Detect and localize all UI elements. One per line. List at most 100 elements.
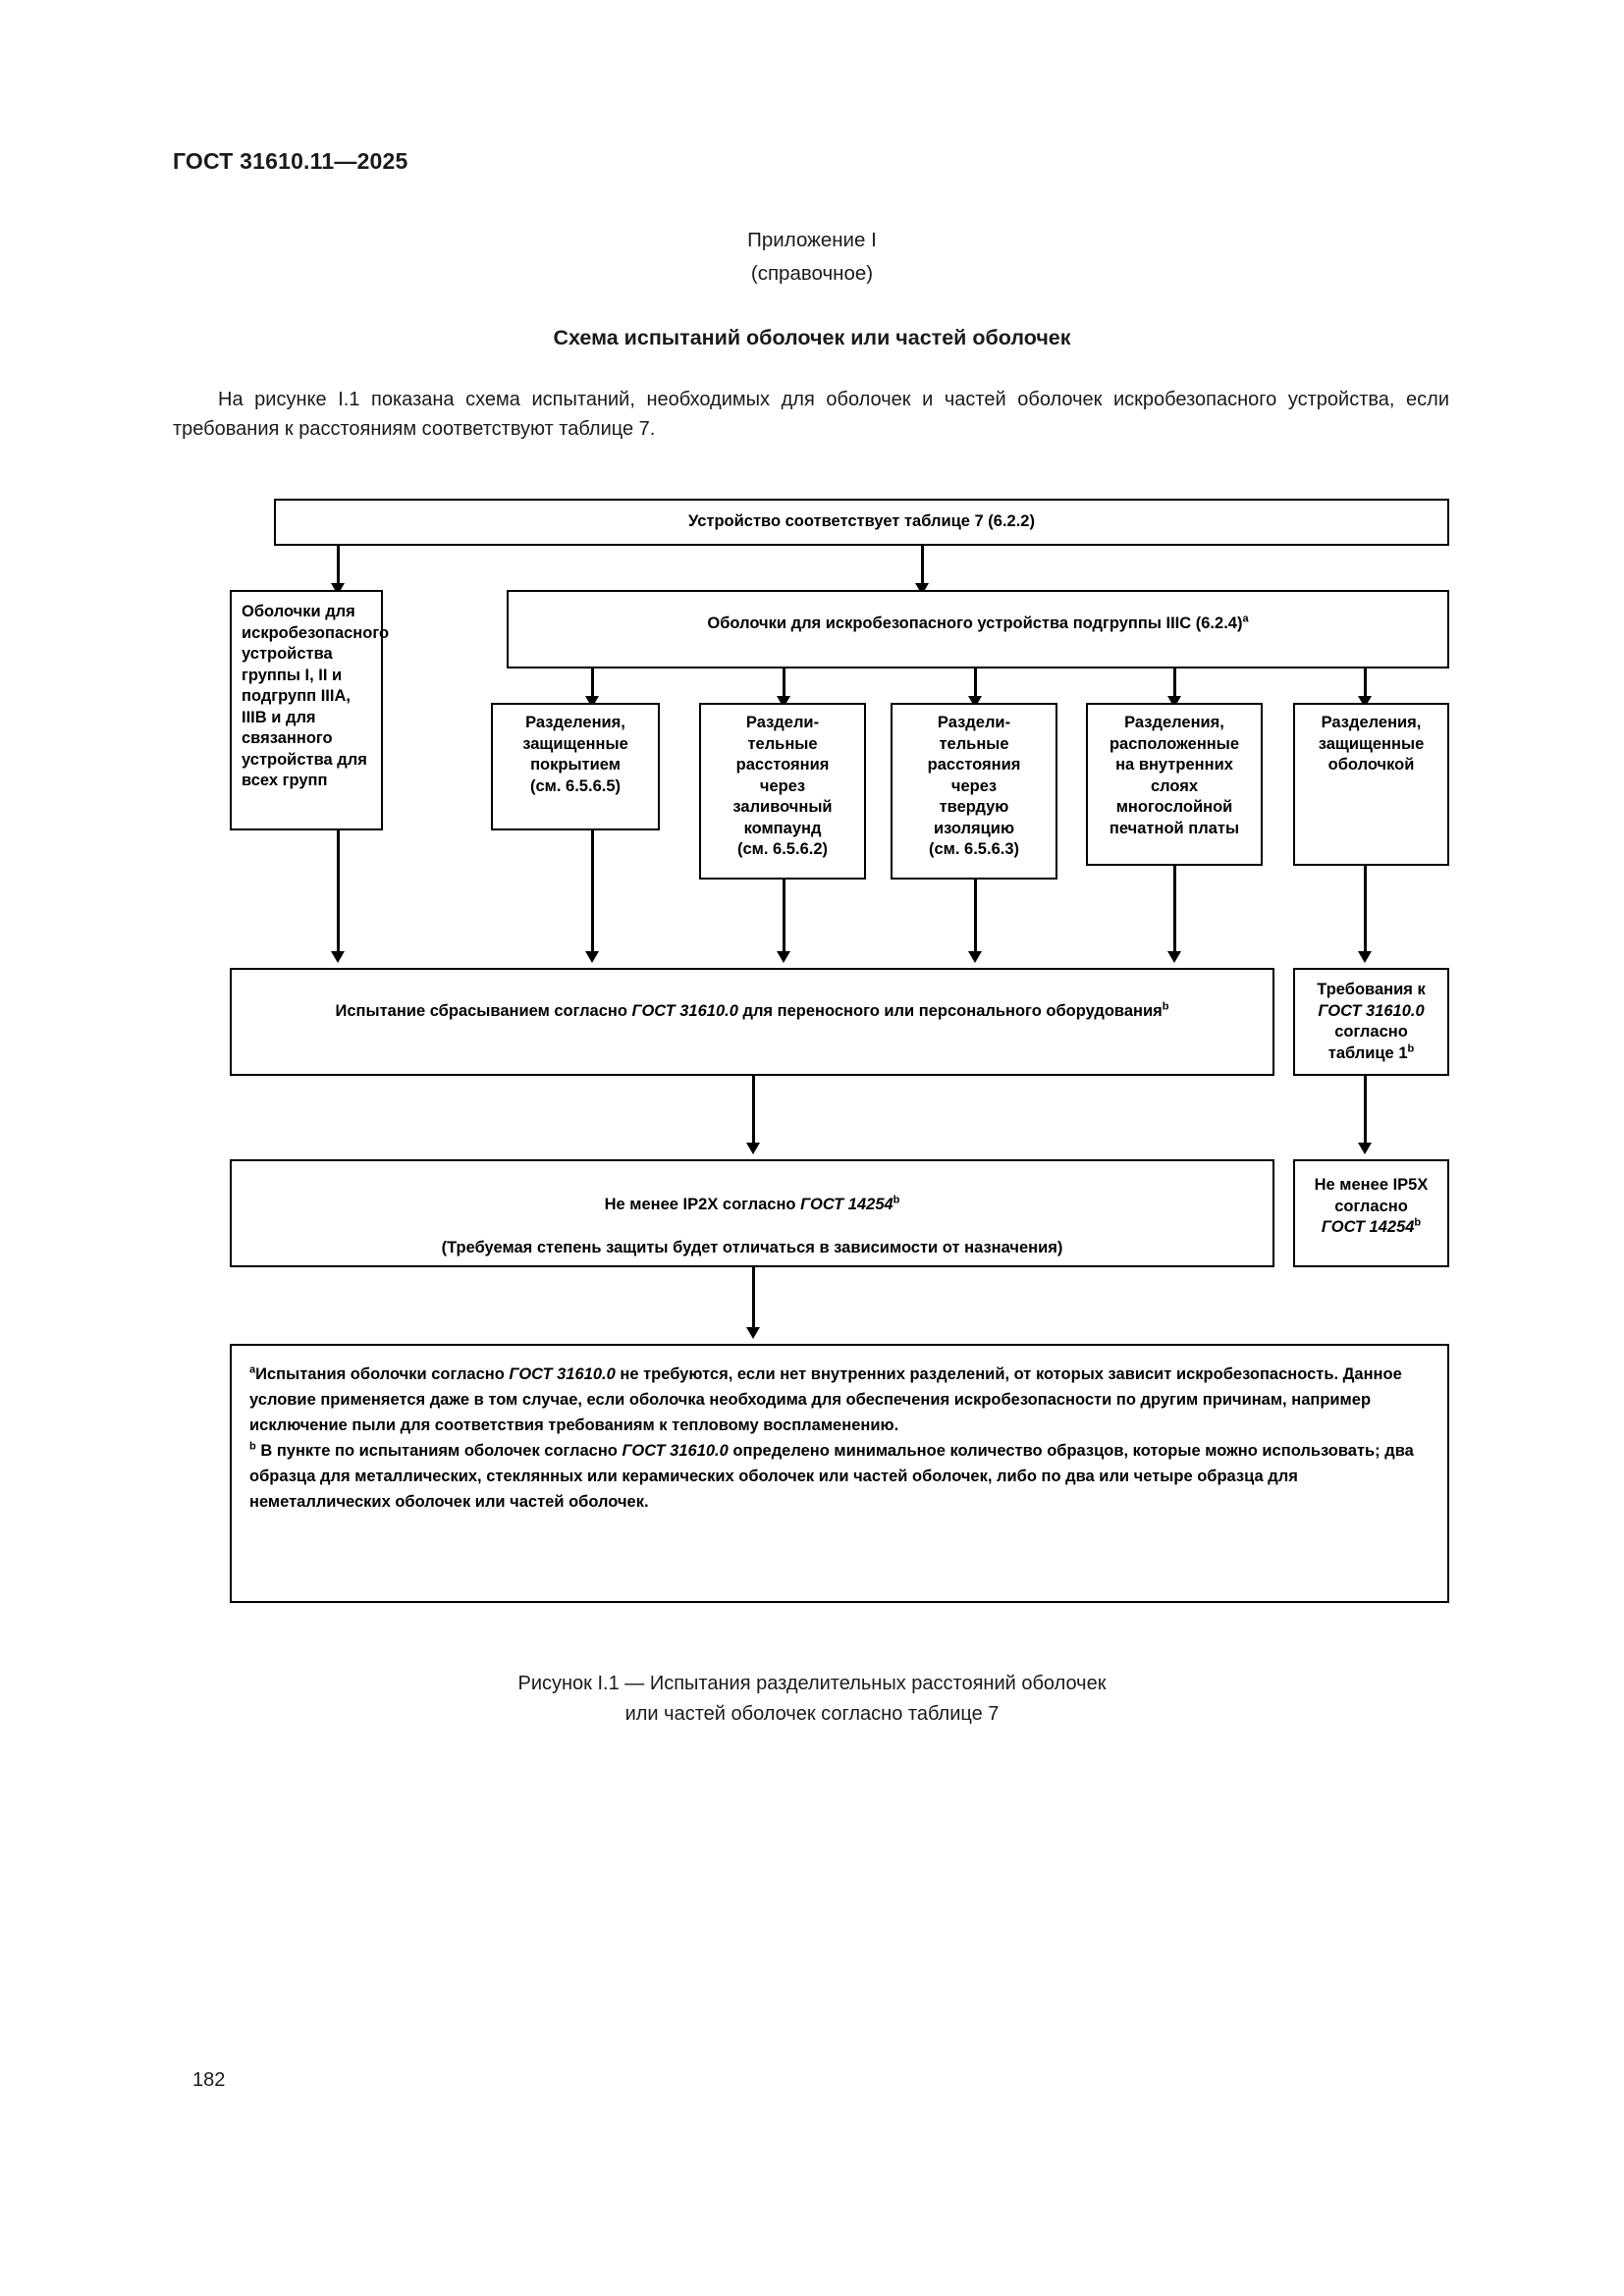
node-sub2-line: через bbox=[759, 776, 806, 795]
footnote-b: b В пункте по испытаниям оболочек соглас… bbox=[249, 1438, 1430, 1515]
annex-type: (справочное) bbox=[750, 262, 874, 285]
node-sub2-line: расстояния bbox=[735, 756, 830, 774]
node-sub4-line: расположенные bbox=[1109, 734, 1240, 753]
node-sub2-lines: Раздели- тельные расстояния через заливо… bbox=[701, 705, 864, 869]
edge-sub3-drop bbox=[974, 880, 977, 958]
footnote-marker-b: b bbox=[1162, 1000, 1169, 1013]
node-sub2-line: тельные bbox=[747, 734, 818, 753]
arrowhead-sub3-drop bbox=[968, 951, 982, 963]
node-root: Устройство соответствует таблице 7 (6.2.… bbox=[274, 499, 1449, 546]
annex-label: Приложение I bbox=[747, 229, 877, 251]
edge-iiic-sub1 bbox=[591, 668, 594, 703]
node-ip5x: Не менее IP5X согласно ГОСТ 14254b bbox=[1293, 1159, 1449, 1267]
footnote-marker-b: b bbox=[1407, 1042, 1415, 1054]
node-sub3-line: твердую bbox=[939, 798, 1009, 816]
node-ip2x-standard: ГОСТ 14254 bbox=[800, 1196, 893, 1213]
node-sub5-lines: Разделения, защищенные оболочкой bbox=[1295, 705, 1447, 784]
node-requirements-standard: ГОСТ 31610.0 bbox=[1318, 1001, 1425, 1020]
edge-ip2x-footnotes bbox=[752, 1267, 755, 1334]
footnote-marker-a: a bbox=[1242, 613, 1249, 625]
page-number: 182 bbox=[192, 2069, 226, 2091]
node-left-branch-label: Оболочки для искробезопасного устройства… bbox=[242, 603, 390, 789]
intro-paragraph: На рисунке I.1 показана схема испытаний,… bbox=[173, 385, 1449, 444]
node-ip2x: Не менее IP2X согласно ГОСТ 14254b (Треб… bbox=[230, 1159, 1274, 1267]
node-requirements-line1: Требования к bbox=[1317, 981, 1426, 998]
node-sub1-line: Разделения, bbox=[525, 714, 625, 731]
footnote-a-post: не требуются, если нет внутренних раздел… bbox=[249, 1365, 1402, 1434]
node-sub2-line: компаунд bbox=[743, 819, 822, 837]
node-sub3-line: тельные bbox=[939, 734, 1009, 753]
node-ip5x-standard: ГОСТ 14254 bbox=[1321, 1218, 1415, 1236]
footnote-marker-b: b bbox=[1414, 1216, 1422, 1229]
node-sub1: Разделения, защищенные покрытием (см. 6.… bbox=[491, 703, 660, 830]
arrowhead-req-ip5x bbox=[1358, 1143, 1372, 1154]
node-sub1-lines: Разделения, защищенные покрытием (см. 6.… bbox=[493, 705, 658, 805]
node-drop-test-post: для переносного или персонального оборуд… bbox=[737, 1002, 1163, 1020]
section-title: Схема испытаний оболочек или частей обол… bbox=[553, 326, 1071, 349]
node-sub4: Разделения, расположенные на внутренних … bbox=[1086, 703, 1263, 866]
figure-caption-line1: Рисунок I.1 — Испытания разделительных р… bbox=[517, 1673, 1107, 1694]
node-sub4-lines: Разделения, расположенные на внутренних … bbox=[1088, 705, 1261, 847]
node-footnotes: aИспытания оболочки согласно ГОСТ 31610.… bbox=[230, 1344, 1449, 1603]
node-ip2x-pre: Не менее IP2X согласно bbox=[604, 1196, 801, 1213]
node-sub4-line: многослойной bbox=[1115, 798, 1233, 816]
node-ip5x-line1: Не менее IP5X bbox=[1314, 1176, 1429, 1194]
node-sub3-line: (см. 6.5.6.3) bbox=[929, 840, 1019, 858]
footnote-a-pre: Испытания оболочки согласно bbox=[255, 1365, 510, 1383]
node-sub3-line: через bbox=[950, 776, 998, 795]
arrowhead-ip2x-footnotes bbox=[746, 1327, 760, 1339]
node-sub1-line: защищенные bbox=[522, 734, 628, 753]
edge-iiic-sub4 bbox=[1173, 668, 1176, 703]
node-sub3-line: расстояния bbox=[927, 756, 1021, 774]
footnote-b-standard: ГОСТ 31610.0 bbox=[622, 1442, 729, 1460]
footnote-b-post: определено минимальное количество образц… bbox=[249, 1442, 1414, 1511]
node-requirements-line3: согласно bbox=[1334, 1023, 1408, 1041]
figure-flowchart: Устройство соответствует таблице 7 (6.2.… bbox=[230, 499, 1449, 1603]
arrowhead-sub2-drop bbox=[777, 951, 790, 963]
figure-caption-line2: или частей оболочек согласно таблице 7 bbox=[624, 1703, 1000, 1725]
node-sub5-line: оболочкой bbox=[1327, 756, 1415, 774]
edge-sub1-drop bbox=[591, 830, 594, 958]
footnote-marker-a: a bbox=[249, 1363, 256, 1376]
arrowhead-sub1-drop bbox=[585, 951, 599, 963]
edge-root-iiic bbox=[921, 546, 924, 590]
edge-iiic-sub5 bbox=[1364, 668, 1367, 703]
node-requirements-line4: таблице 1 bbox=[1327, 1043, 1408, 1062]
node-requirements: Требования к ГОСТ 31610.0 согласно табли… bbox=[1293, 968, 1449, 1076]
node-sub4-line: печатной платы bbox=[1109, 819, 1240, 837]
footnote-a: aИспытания оболочки согласно ГОСТ 31610.… bbox=[249, 1362, 1430, 1438]
node-sub3-line: Раздели- bbox=[937, 714, 1011, 731]
node-iiic-branch-label: Оболочки для искробезопасного устройства… bbox=[707, 614, 1243, 632]
node-drop-test-standard: ГОСТ 31610.0 bbox=[631, 1002, 738, 1020]
footnote-marker-b: b bbox=[249, 1440, 256, 1453]
node-left-branch: Оболочки для искробезопасного устройства… bbox=[230, 590, 390, 830]
edge-sub5-req bbox=[1364, 866, 1367, 958]
footnote-marker-b: b bbox=[893, 1194, 900, 1206]
edge-req-ip5x bbox=[1364, 1076, 1367, 1149]
node-iiic-branch: Оболочки для искробезопасного устройства… bbox=[507, 590, 1449, 668]
figure-caption: Рисунок I.1 — Испытания разделительных р… bbox=[0, 1669, 1624, 1730]
edge-sub4-drop bbox=[1173, 866, 1176, 958]
node-sub4-line: Разделения, bbox=[1124, 714, 1224, 731]
node-sub5-line: Разделения, bbox=[1321, 714, 1422, 731]
node-sub4-line: на внутренних bbox=[1115, 756, 1233, 774]
node-sub4-line: слоях bbox=[1150, 776, 1199, 795]
edge-root-left bbox=[337, 546, 340, 590]
node-sub2-line: (см. 6.5.6.2) bbox=[737, 840, 828, 858]
node-sub2-line: Раздели- bbox=[745, 714, 820, 731]
arrowhead-drop-ip2x bbox=[746, 1143, 760, 1154]
node-drop-test: Испытание сбрасыванием согласно ГОСТ 316… bbox=[230, 968, 1274, 1076]
node-ip5x-line2: согласно bbox=[1334, 1197, 1408, 1215]
edge-iiic-sub3 bbox=[974, 668, 977, 703]
intro-text: На рисунке I.1 показана схема испытаний,… bbox=[173, 389, 1449, 440]
node-drop-test-pre: Испытание сбрасыванием согласно bbox=[335, 1002, 632, 1020]
node-sub5: Разделения, защищенные оболочкой bbox=[1293, 703, 1449, 866]
node-root-label: Устройство соответствует таблице 7 (6.2.… bbox=[688, 512, 1035, 530]
node-sub1-line: покрытием bbox=[530, 756, 621, 774]
edge-drop-ip2x bbox=[752, 1076, 755, 1149]
node-sub1-line: (см. 6.5.6.5) bbox=[530, 776, 621, 795]
node-sub2: Раздели- тельные расстояния через заливо… bbox=[699, 703, 866, 880]
footnote-b-pre: В пункте по испытаниям оболочек согласно bbox=[255, 1442, 623, 1460]
node-sub3-line: изоляцию bbox=[933, 819, 1015, 837]
